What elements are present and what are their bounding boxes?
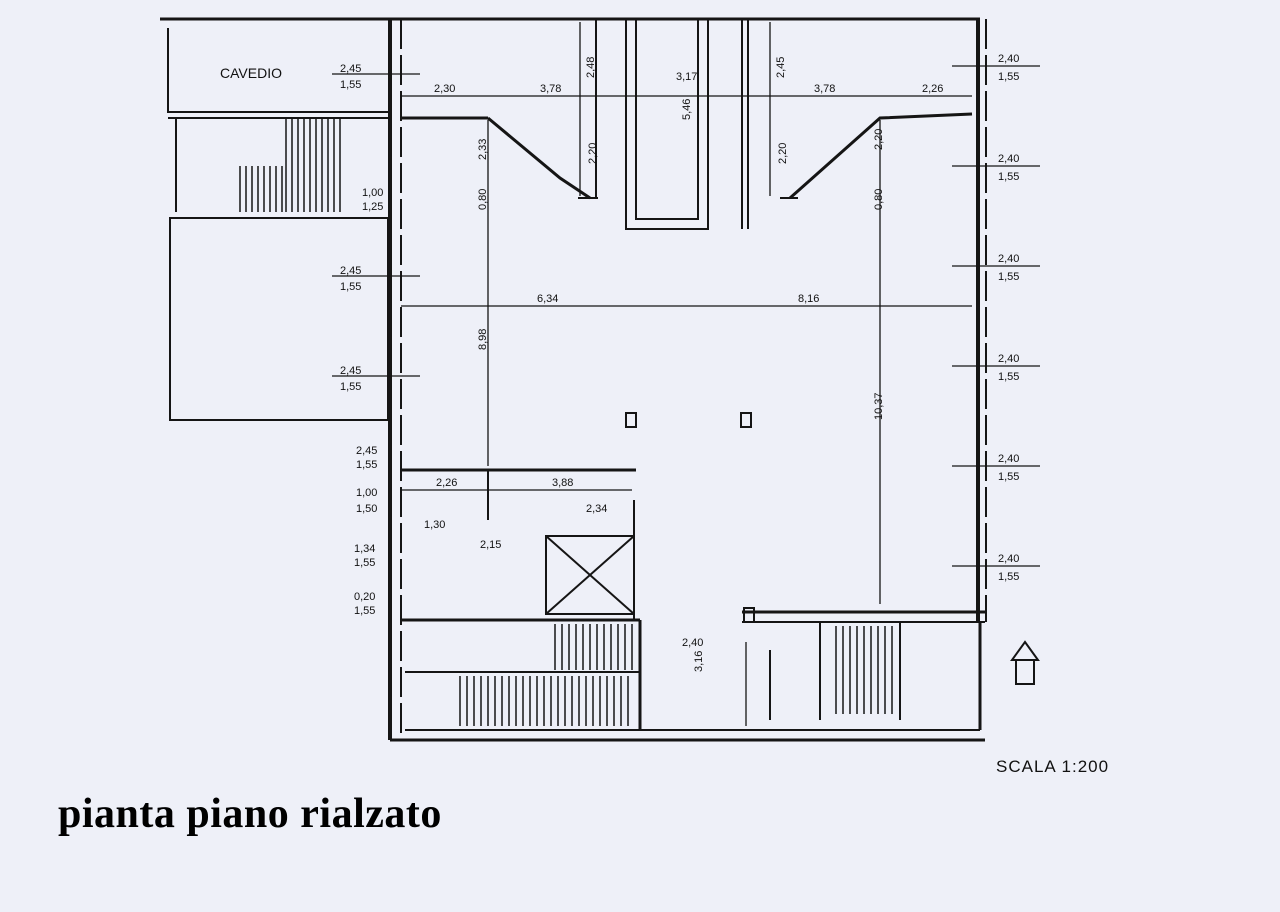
right-window-sill: 1,55 bbox=[998, 371, 1019, 383]
left-window-sill: 1,55 bbox=[354, 605, 375, 617]
right-window-sill: 1,55 bbox=[998, 271, 1019, 283]
dimension-label: 10,37 bbox=[873, 392, 885, 420]
left-window-sill: 1,55 bbox=[340, 281, 361, 293]
scale-label: SCALA 1:200 bbox=[996, 757, 1109, 776]
left-window-height: 1,00 bbox=[362, 187, 383, 199]
left-window-height: 1,00 bbox=[356, 487, 377, 499]
dimension-label: 2,48 bbox=[585, 57, 597, 78]
dimension-label: 2,20 bbox=[587, 143, 599, 164]
right-window-height: 2,40 bbox=[998, 553, 1019, 565]
dimension-label: 2,26 bbox=[436, 477, 457, 489]
right-window-sill: 1,55 bbox=[998, 171, 1019, 183]
dimension-label: 5,46 bbox=[681, 99, 693, 120]
dimension-label: 2,30 bbox=[434, 83, 455, 95]
right-window-height: 2,40 bbox=[998, 453, 1019, 465]
dimension-label: 8,16 bbox=[798, 293, 819, 305]
dimension-label: 3,17 bbox=[676, 71, 697, 83]
dimension-label: 3,78 bbox=[540, 83, 561, 95]
dimension-label: 0,80 bbox=[477, 189, 489, 210]
right-window-sill: 1,55 bbox=[998, 571, 1019, 583]
right-window-height: 2,40 bbox=[998, 253, 1019, 265]
left-window-sill: 1,25 bbox=[362, 201, 383, 213]
left-window-height: 0,20 bbox=[354, 591, 375, 603]
right-window-height: 2,40 bbox=[998, 53, 1019, 65]
left-window-height: 2,45 bbox=[340, 365, 361, 377]
left-window-height: 2,45 bbox=[340, 63, 361, 75]
dimension-label: 0,80 bbox=[873, 189, 885, 210]
left-window-sill: 1,55 bbox=[354, 557, 375, 569]
dimension-label: 3,78 bbox=[814, 83, 835, 95]
left-window-height: 2,45 bbox=[340, 265, 361, 277]
left-window-sill: 1,55 bbox=[340, 381, 361, 393]
dimension-label: 1,30 bbox=[424, 519, 445, 531]
left-window-sill: 1,55 bbox=[340, 79, 361, 91]
dimension-label: 2,33 bbox=[477, 139, 489, 160]
dimension-label: 3,88 bbox=[552, 477, 573, 489]
left-window-sill: 1,50 bbox=[356, 503, 377, 515]
right-window-height: 2,40 bbox=[998, 153, 1019, 165]
dimension-label: 2,20 bbox=[873, 129, 885, 150]
cavedio-label: CAVEDIO bbox=[220, 65, 282, 81]
right-window-sill: 1,55 bbox=[998, 471, 1019, 483]
right-window-height: 2,40 bbox=[998, 353, 1019, 365]
dimension-label: 8,98 bbox=[477, 329, 489, 350]
dimension-label: 6,34 bbox=[537, 293, 558, 305]
dimension-label: 3,16 bbox=[693, 651, 705, 672]
dimension-label: 2,26 bbox=[922, 83, 943, 95]
dimension-label: 2,40 bbox=[682, 637, 703, 649]
left-window-height: 2,45 bbox=[356, 445, 377, 457]
left-window-sill: 1,55 bbox=[356, 459, 377, 471]
dimension-label: 2,15 bbox=[480, 539, 501, 551]
dimension-label: 2,20 bbox=[777, 143, 789, 164]
dimension-label: 2,45 bbox=[775, 57, 787, 78]
dimension-label: 2,34 bbox=[586, 503, 607, 515]
right-window-sill: 1,55 bbox=[998, 71, 1019, 83]
left-window-height: 1,34 bbox=[354, 543, 375, 555]
plan-caption: pianta piano rialzato bbox=[58, 791, 442, 837]
